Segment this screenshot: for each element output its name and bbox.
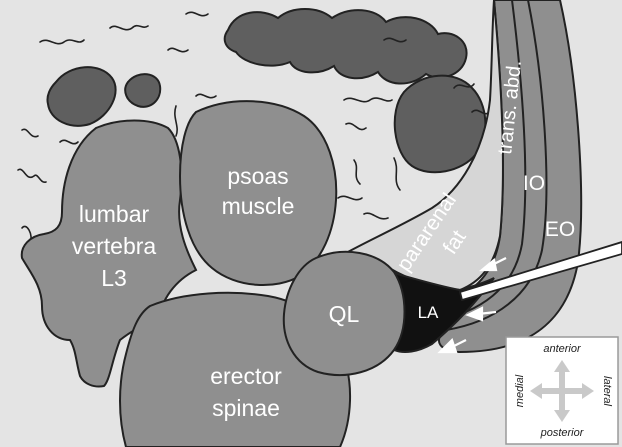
- label-io: IO: [523, 172, 545, 195]
- bowel-loop-right: [395, 76, 486, 173]
- label-lumbar-line3: L3: [101, 265, 127, 291]
- label-psoas-line1: psoas: [227, 163, 288, 189]
- compass-medial: medial: [514, 374, 526, 407]
- label-ql: QL: [329, 301, 360, 327]
- compass-anterior: anterior: [543, 343, 582, 355]
- label-psoas-line2: muscle: [222, 193, 295, 219]
- label-erector-line1: erector: [210, 363, 282, 389]
- label-eo: EO: [545, 218, 575, 241]
- label-lumbar-line2: vertebra: [72, 233, 157, 259]
- label-erector-line2: spinae: [212, 395, 280, 421]
- label-la: LA: [418, 303, 439, 322]
- orientation-compass: anterior posterior medial lateral: [506, 337, 618, 444]
- compass-lateral: lateral: [601, 376, 613, 407]
- bowel-loop-small: [125, 74, 160, 107]
- label-lumbar-line1: lumbar: [79, 201, 150, 227]
- compass-posterior: posterior: [540, 427, 585, 439]
